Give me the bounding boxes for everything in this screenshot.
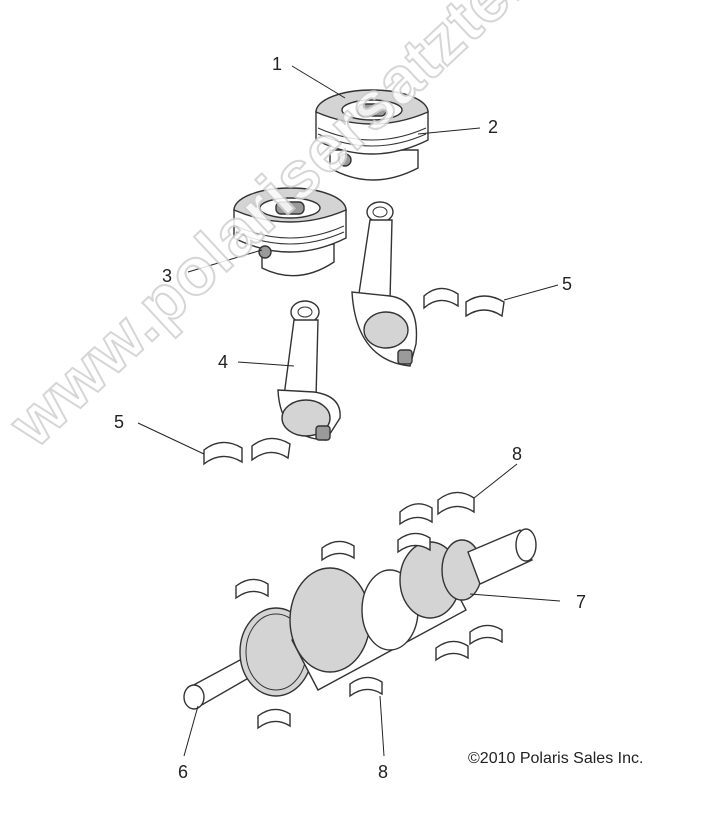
- rod-bearing-set-upper: [423, 287, 505, 318]
- main-bearing-set-upper: [399, 491, 475, 526]
- callout-6: 6: [178, 762, 188, 782]
- callout-8-upper: 8: [512, 444, 522, 464]
- leader-3: [187, 249, 263, 273]
- callout-3: 3: [162, 266, 172, 286]
- callout-2: 2: [488, 117, 498, 137]
- leader-6: [183, 705, 199, 757]
- copyright-notice: ©2010 Polaris Sales Inc.: [468, 750, 644, 767]
- callout-4: 4: [218, 352, 228, 372]
- piston-lower: [233, 187, 347, 277]
- leader-7: [469, 593, 561, 602]
- connecting-rod-right: [351, 201, 418, 367]
- callout-8-lower: 8: [378, 762, 388, 782]
- leader-8a: [473, 463, 518, 499]
- leader-8b: [379, 695, 385, 757]
- connecting-rod-left: [277, 300, 341, 441]
- main-bearing-set-lower: [235, 532, 503, 730]
- callout-5-upper: 5: [562, 274, 572, 294]
- rod-bearing-set-lower: [203, 437, 291, 466]
- leader-5a: [503, 284, 559, 301]
- leader-1: [291, 65, 346, 99]
- callout-1: 1: [272, 54, 282, 74]
- piston-upper: [315, 89, 429, 181]
- leader-4: [237, 361, 295, 367]
- leader-5b: [137, 422, 205, 455]
- callout-7: 7: [576, 592, 586, 612]
- callout-5-lower: 5: [114, 412, 124, 432]
- leader-2: [417, 127, 481, 135]
- crankshaft: [183, 528, 537, 710]
